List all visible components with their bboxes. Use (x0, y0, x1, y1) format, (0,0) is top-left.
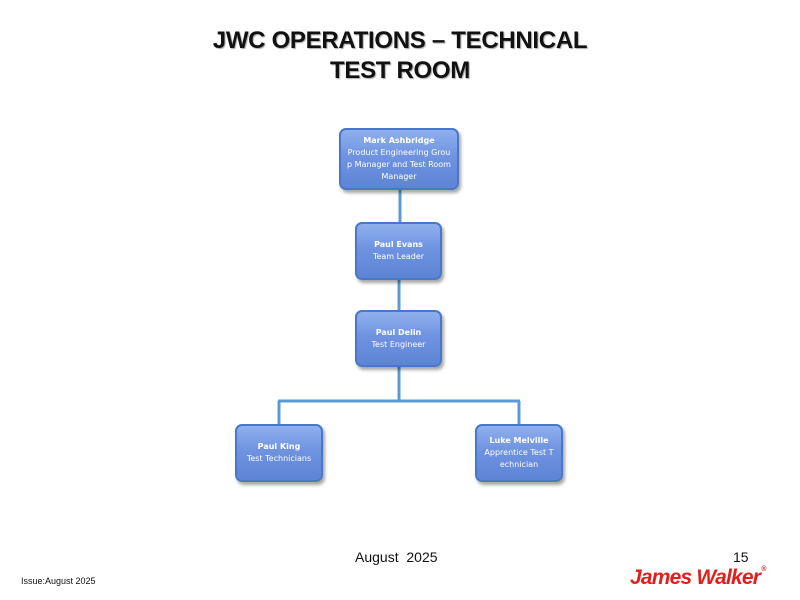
page-title-line-1: JWC OPERATIONS – TECHNICAL (212, 27, 588, 54)
node-name: Paul King (257, 442, 301, 451)
node-paul-evans: Paul Evans Team Leader (355, 222, 442, 280)
node-luke-melville: Luke Melville Apprentice Test Technician (475, 424, 563, 482)
page-title-line-2: TEST ROOM (330, 57, 470, 84)
node-name: Paul Evans (374, 240, 423, 249)
node-name: Paul Delin (375, 327, 422, 337)
node-role: Test Engineer (371, 339, 426, 349)
james-walker-logo: James Walker® (630, 566, 766, 590)
node-paul-king: Paul King Test Technicians (235, 424, 323, 482)
page-number: 15 (733, 549, 749, 565)
node-paul-delin: Paul Delin Test Engineer (355, 310, 442, 367)
node-role: Test Technicians (246, 454, 312, 463)
node-role: Product Engineering Group Manager and Te… (347, 148, 451, 181)
logo-text: James Walker (630, 566, 761, 589)
node-name: Luke Melville (489, 436, 549, 445)
issue-date: Issue:August 2025 (21, 576, 96, 586)
page-title: JWC OPERATIONS – TECHNICAL TEST ROOM (0, 26, 800, 86)
footer-date: August 2025 (355, 549, 438, 565)
node-mark-ashbridge: Mark Ashbridge Product Engineering Group… (339, 128, 459, 190)
node-role: Team Leader (372, 252, 425, 261)
registered-mark: ® (761, 566, 766, 573)
node-role: Apprentice Test Technician (484, 448, 554, 469)
node-name: Mark Ashbridge (363, 136, 435, 145)
